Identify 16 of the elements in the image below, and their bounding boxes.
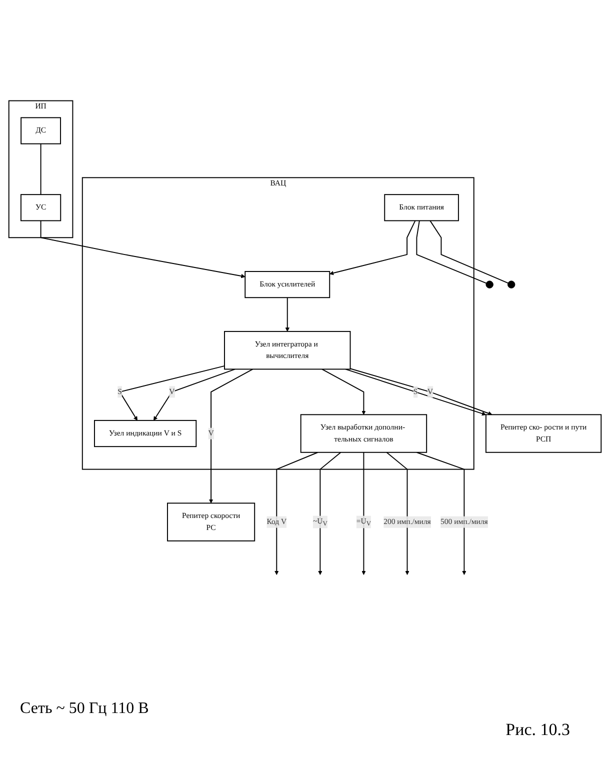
arrow [153,368,236,421]
arrow [285,297,290,332]
arrow [362,452,366,575]
node-circle [486,280,494,288]
arrow [318,452,342,575]
arrow [208,368,254,504]
arrow [119,365,225,421]
node-circle [507,280,516,288]
arrow [274,452,318,575]
arrow [416,452,466,575]
arrow [40,220,246,278]
arrow [322,368,366,415]
supply-label: Сеть ~ 50 Гц 110 В [20,700,149,718]
arrow [386,452,410,575]
figure-caption: Рис. 10.3 [506,720,570,740]
arrow [329,220,416,276]
